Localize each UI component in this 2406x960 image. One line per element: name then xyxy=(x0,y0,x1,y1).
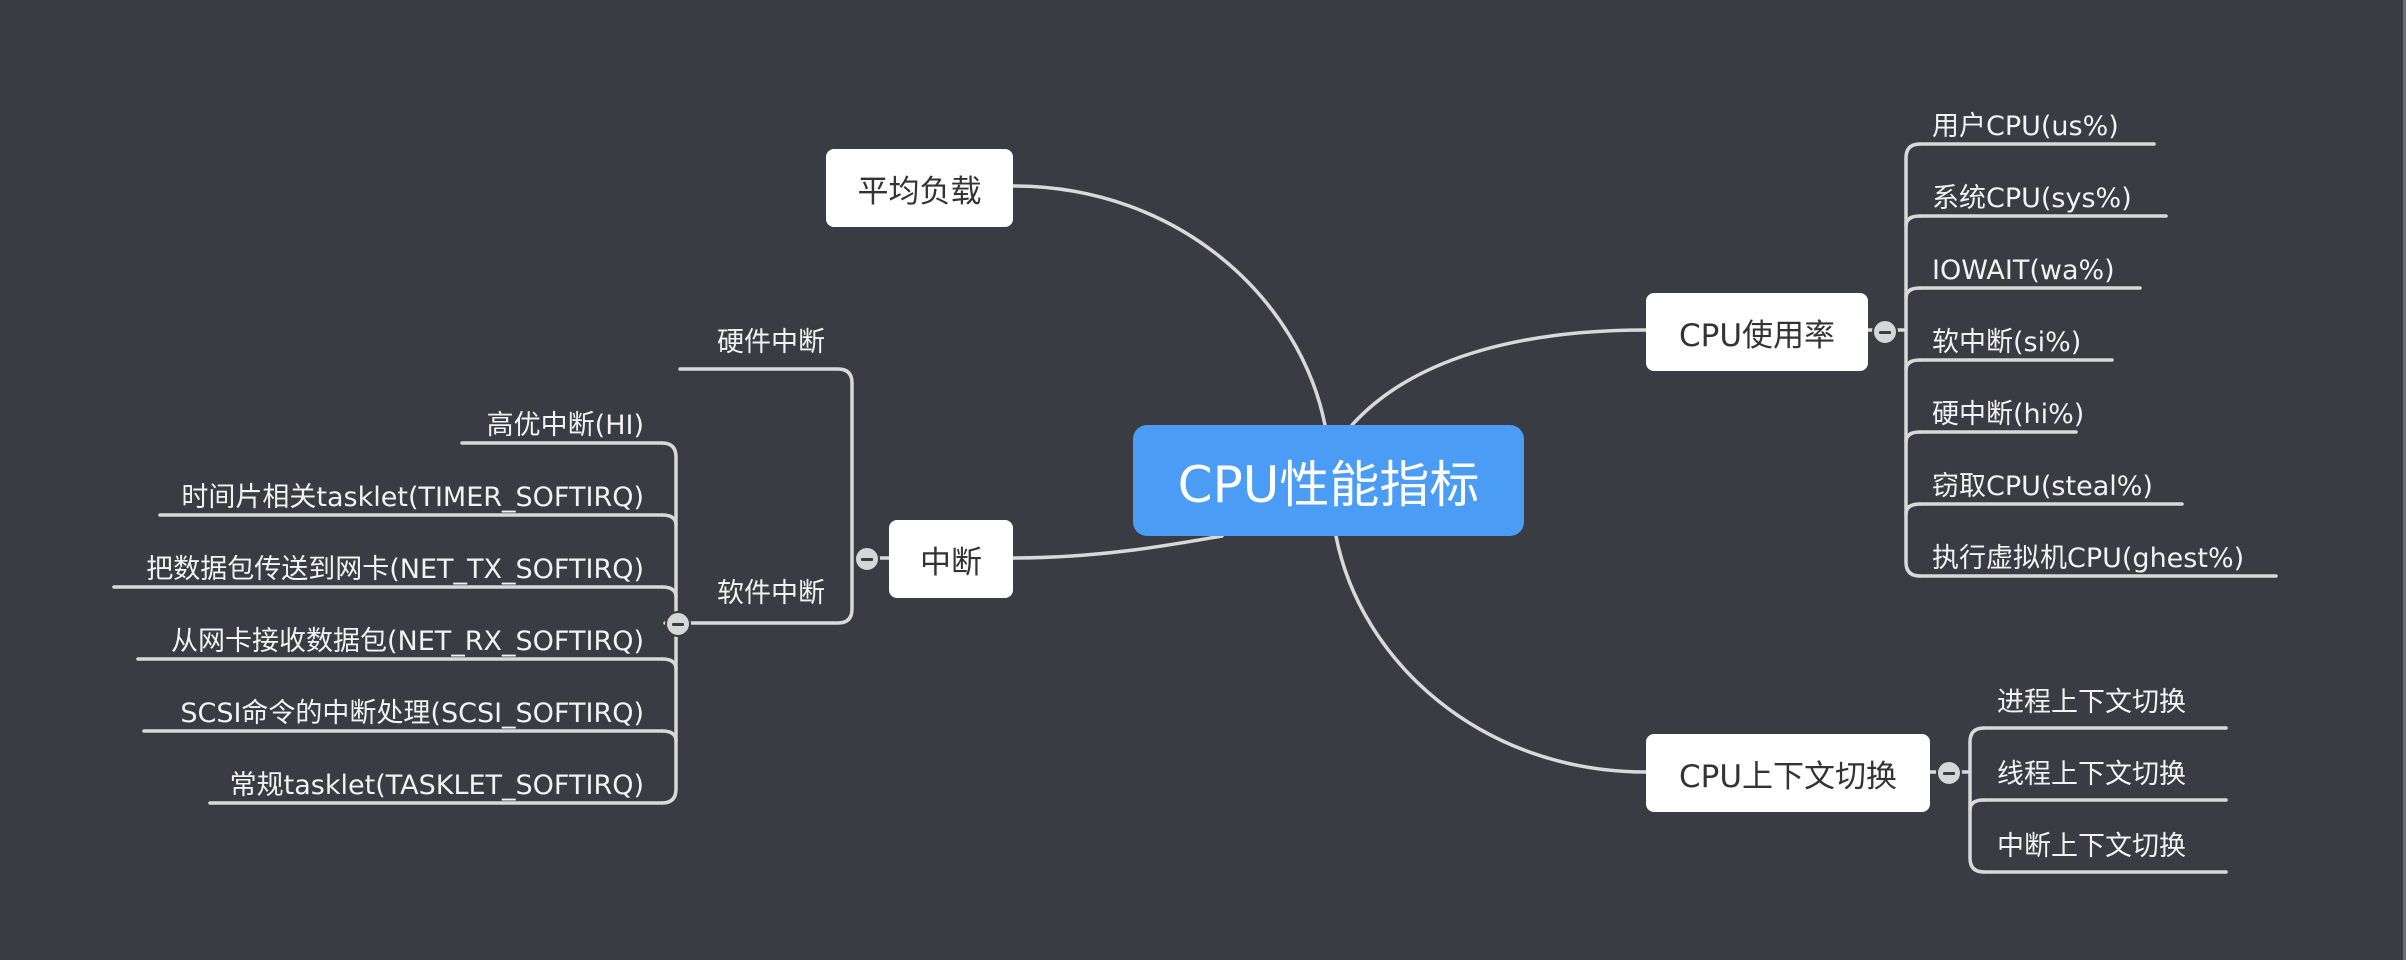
cpu-usage-tick xyxy=(1904,430,1922,444)
soft-interrupt-tick xyxy=(660,513,678,527)
minus-icon xyxy=(1943,771,1955,775)
soft-interrupt-tick xyxy=(660,729,678,743)
topic-cpu-usage[interactable]: CPU使用率 xyxy=(1646,293,1868,371)
cpu-usage-item[interactable]: 窃取CPU(steal%) xyxy=(1932,471,2153,502)
context-switch-item[interactable]: 中断上下文切换 xyxy=(1997,831,2186,862)
cpu-usage-item[interactable]: 用户CPU(us%) xyxy=(1932,111,2119,142)
cpu-usage-tick xyxy=(1904,286,1922,300)
cpu-usage-tick xyxy=(1904,502,1922,516)
context-switch-tick xyxy=(1968,798,1986,812)
cpu-usage-item[interactable]: 软中断(si%) xyxy=(1932,327,2082,358)
link-cpu-usage xyxy=(1350,328,1648,427)
link-avg-load xyxy=(1011,184,1327,427)
cpu-usage-item[interactable]: 硬中断(hi%) xyxy=(1932,399,2085,430)
topic-context-switch[interactable]: CPU上下文切换 xyxy=(1646,734,1930,812)
minus-icon xyxy=(861,557,873,561)
subtopic-software-interrupt[interactable]: 软件中断 xyxy=(717,578,825,609)
link-context-switch xyxy=(1334,534,1648,774)
minus-icon xyxy=(672,622,684,626)
collapse-toggle-context-switch[interactable] xyxy=(1936,760,1962,786)
soft-interrupt-item[interactable]: 高优中断(HI) xyxy=(486,410,644,441)
cpu-usage-item[interactable]: 执行虚拟机CPU(ghest%) xyxy=(1932,543,2245,574)
context-switch-item[interactable]: 线程上下文切换 xyxy=(1997,759,2186,790)
soft-interrupt-item[interactable]: 把数据包传送到网卡(NET_TX_SOFTIRQ) xyxy=(146,554,644,585)
link-interrupt-bracket xyxy=(678,367,854,625)
link-interrupt xyxy=(1011,534,1224,560)
collapse-toggle-software-interrupt[interactable] xyxy=(665,611,691,637)
soft-interrupt-item[interactable]: 从网卡接收数据包(NET_RX_SOFTIRQ) xyxy=(171,626,644,657)
soft-interrupt-tick xyxy=(660,585,678,599)
soft-interrupt-tick xyxy=(660,657,678,671)
minus-icon xyxy=(1879,330,1891,334)
collapse-toggle-cpu-usage[interactable] xyxy=(1872,319,1898,345)
collapse-toggle-interrupt[interactable] xyxy=(854,546,880,572)
topic-avg-load[interactable]: 平均负载 xyxy=(826,149,1013,227)
soft-interrupt-item[interactable]: SCSI命令的中断处理(SCSI_SOFTIRQ) xyxy=(180,698,644,729)
window-edge xyxy=(2403,0,2406,960)
cpu-usage-bracket xyxy=(1904,142,1922,578)
cpu-usage-tick xyxy=(1904,214,1922,228)
topic-interrupt[interactable]: 中断 xyxy=(889,520,1013,598)
subtopic-hardware-interrupt[interactable]: 硬件中断 xyxy=(717,327,825,358)
cpu-usage-tick xyxy=(1904,358,1922,372)
soft-interrupt-item[interactable]: 时间片相关tasklet(TIMER_SOFTIRQ) xyxy=(181,482,644,513)
context-switch-bracket xyxy=(1968,726,1986,874)
cpu-usage-item[interactable]: 系统CPU(sys%) xyxy=(1932,183,2132,214)
central-topic[interactable]: CPU性能指标 xyxy=(1133,425,1524,536)
context-switch-item[interactable]: 进程上下文切换 xyxy=(1997,687,2186,718)
soft-interrupt-item[interactable]: 常规tasklet(TASKLET_SOFTIRQ) xyxy=(229,770,644,801)
cpu-usage-item[interactable]: IOWAIT(wa%) xyxy=(1932,255,2115,286)
